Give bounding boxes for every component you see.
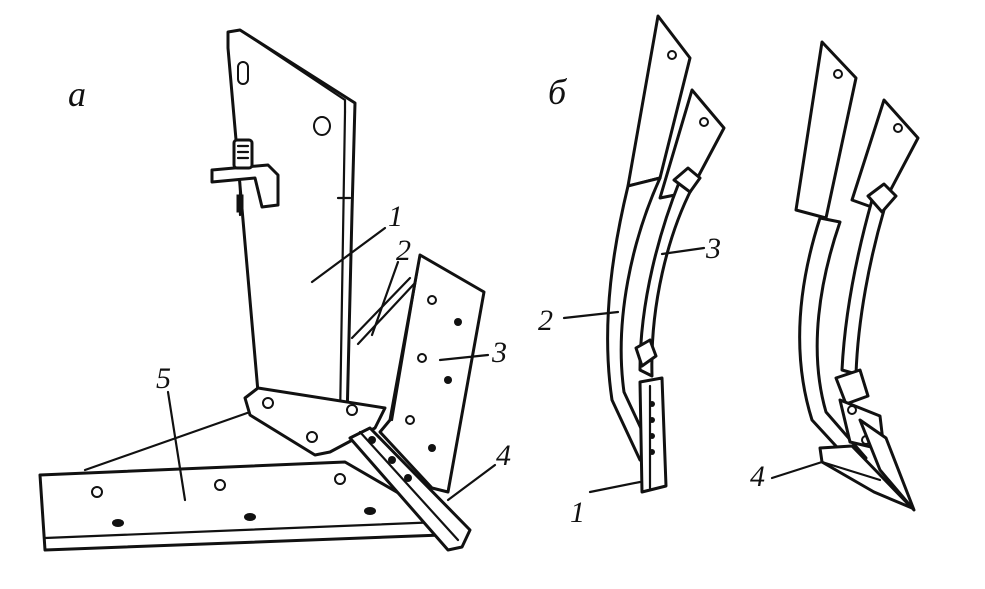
leaders-a: [166, 226, 497, 502]
label-a1: 1: [388, 200, 403, 233]
label-a3: 3: [491, 336, 507, 369]
panel-b-right: 4: [750, 40, 920, 512]
label-b2: 2: [538, 304, 553, 337]
brace-bar-4: [348, 426, 472, 552]
standard-plate: [210, 28, 357, 427]
panel-a-label: а: [68, 74, 86, 114]
label-a2: 2: [396, 234, 411, 267]
label-b3: 3: [705, 232, 721, 265]
panel-b-left: б 1 2 3: [538, 14, 726, 529]
label-b4: 4: [750, 460, 765, 493]
label-a4: 4: [496, 439, 511, 472]
label-a5: 5: [156, 362, 171, 395]
panel-a: а 1 2 3 4 5: [38, 28, 511, 552]
share-plate-3: [378, 253, 486, 494]
panel-b-label: б: [548, 72, 568, 112]
label-b1: 1: [570, 496, 585, 529]
